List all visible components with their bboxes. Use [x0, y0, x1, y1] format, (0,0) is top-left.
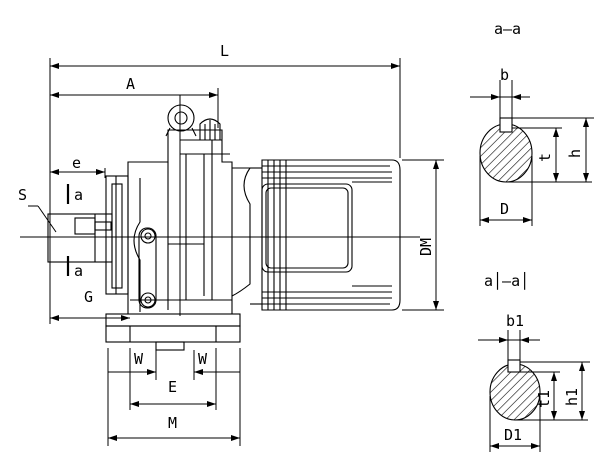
section-a1a1: a│–a│ b1 t1 h1 D1	[478, 271, 590, 452]
section-aa-h: h	[566, 149, 584, 158]
dim-W-left-label: W	[134, 350, 144, 368]
section-a1a1-t1: t1	[535, 390, 553, 408]
motor-adapter	[231, 167, 262, 305]
section-aa-D: D	[500, 200, 509, 218]
dimensions: L A e a a S G DM	[18, 42, 444, 446]
dim-A-label: A	[126, 75, 135, 93]
section-a1a1-b1: b1	[506, 312, 524, 330]
reducer-body	[20, 95, 420, 351]
lifting-eye	[165, 104, 197, 137]
output-shaft	[47, 213, 113, 263]
section-a1a1-h1: h1	[563, 388, 581, 406]
dim-DM-label: DM	[417, 238, 435, 256]
gearbox-housing	[127, 129, 233, 315]
section-aa-title: a–a	[494, 20, 521, 38]
flange	[105, 175, 129, 295]
dim-L-label: L	[220, 42, 229, 60]
section-mark-a-top: a	[74, 186, 83, 204]
section-mark-a-bottom: a	[74, 262, 83, 280]
dim-M-label: M	[168, 414, 177, 432]
dim-G-label: G	[84, 288, 93, 306]
section-aa: a–a b t h D	[470, 20, 594, 226]
dim-W-right-label: W	[198, 350, 208, 368]
section-a1a1-D1: D1	[504, 426, 522, 444]
section-aa-b: b	[500, 66, 509, 84]
motor	[261, 159, 401, 311]
dim-E-label: E	[168, 378, 177, 396]
section-a1a1-title: a│–a│	[484, 271, 529, 290]
breather-plug	[199, 118, 221, 140]
base-frame	[105, 313, 241, 351]
section-aa-t: t	[536, 153, 554, 162]
dim-S-label: S	[18, 186, 27, 204]
dim-e-label: e	[72, 154, 81, 172]
